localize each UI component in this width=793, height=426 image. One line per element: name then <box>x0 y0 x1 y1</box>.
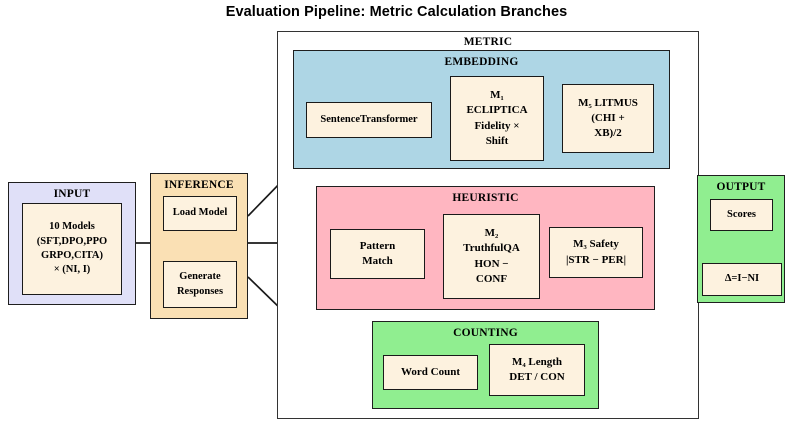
page-title: Evaluation Pipeline: Metric Calculation … <box>225 4 568 20</box>
node-line: Δ=I−NI <box>724 273 760 285</box>
node-line: XB)/2 <box>594 127 622 140</box>
node-line: Generate <box>179 271 221 283</box>
node-line: M₁ <box>490 89 504 102</box>
node-line: Fidelity × <box>474 119 520 132</box>
node-m5-litmus[interactable]: M₅ LITMUS (CHI + XB)/2 <box>562 84 654 153</box>
node-line: M₃ Safety <box>573 238 619 251</box>
node-scores[interactable]: Scores <box>710 199 773 231</box>
embedding-label: EMBEDDING <box>444 56 519 68</box>
node-line: Pattern <box>359 239 396 252</box>
node-m2-truthfulqa[interactable]: M₂ TruthfulQA HON − CONF <box>443 214 540 299</box>
heuristic-label: HEURISTIC <box>452 192 519 204</box>
node-line: ECLIPTICA <box>466 104 528 117</box>
node-m1-ecliptica[interactable]: M₁ ECLIPTICA Fidelity × Shift <box>450 76 544 161</box>
node-line: (SFT,DPO,PPO <box>36 235 108 247</box>
node-line: TruthfulQA <box>463 242 520 255</box>
node-line: SentenceTransformer <box>320 113 418 125</box>
node-m4-length[interactable]: M₄ Length DET / CON <box>489 344 585 396</box>
node-line: Load Model <box>172 207 228 219</box>
node-line: Shift <box>485 134 509 147</box>
node-line: 10 Models <box>49 221 95 233</box>
node-pattern-match[interactable]: Pattern Match <box>330 229 425 279</box>
counting-label: COUNTING <box>453 327 518 339</box>
node-word-count[interactable]: Word Count <box>383 355 478 390</box>
node-line: GRPO,CITA) <box>41 250 103 261</box>
node-line: DET / CON <box>509 371 565 383</box>
node-delta[interactable]: Δ=I−NI <box>702 263 782 296</box>
node-line: M₂ <box>484 227 499 240</box>
metric-label: METRIC <box>463 36 513 48</box>
node-line: × (NI, I) <box>53 264 91 276</box>
inference-label: INFERENCE <box>164 179 234 191</box>
node-sentence-transformer[interactable]: SentenceTransformer <box>306 102 432 138</box>
node-line: M₅ LITMUS <box>578 96 638 109</box>
node-line: Scores <box>727 208 756 220</box>
node-generate-responses[interactable]: Generate Responses <box>163 261 237 308</box>
node-line: Match <box>362 255 393 267</box>
node-line: M₄ Length <box>511 355 563 368</box>
output-label: OUTPUT <box>716 181 766 193</box>
node-line: CONF <box>475 272 508 285</box>
node-line: (CHI + <box>591 111 625 124</box>
node-load-model[interactable]: Load Model <box>163 196 237 231</box>
node-line: HON − <box>474 257 509 270</box>
node-m3-safety[interactable]: M₃ Safety |STR − PER| <box>549 227 643 278</box>
node-line: Word Count <box>401 365 460 378</box>
node-line: |STR − PER| <box>565 253 626 266</box>
node-input-models[interactable]: 10 Models (SFT,DPO,PPO GRPO,CITA) × (NI,… <box>22 203 122 295</box>
input-label: INPUT <box>53 188 91 200</box>
node-line: Responses <box>176 285 224 297</box>
